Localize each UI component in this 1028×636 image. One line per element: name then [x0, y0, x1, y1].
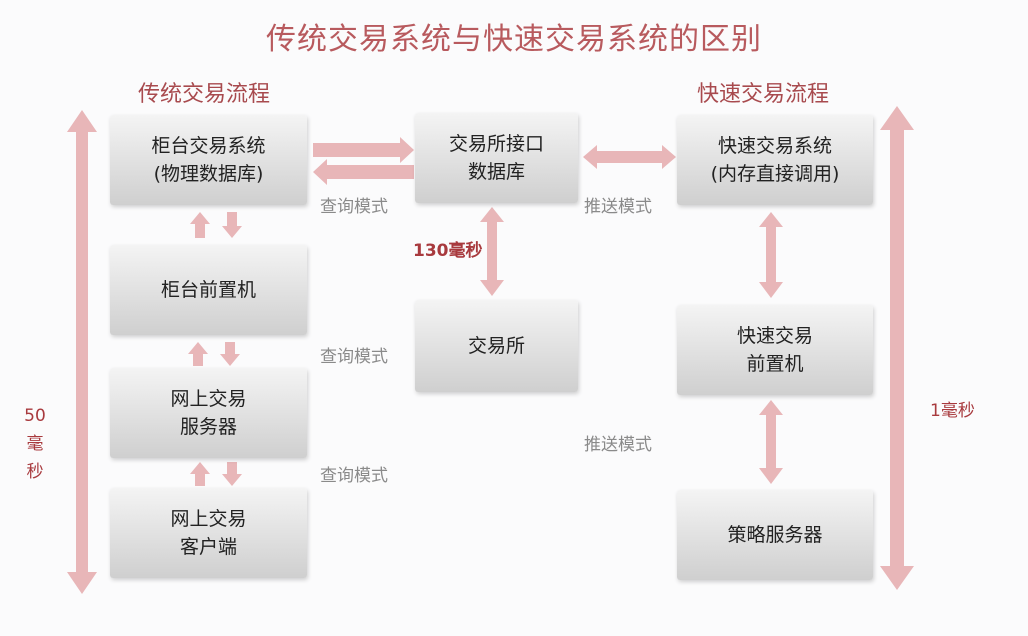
exchange-box: 交易所: [415, 300, 578, 392]
fast-double-arrow-1: [759, 212, 783, 298]
online-trading-server-box: 网上交易服务器: [110, 368, 307, 458]
box-label: 网上交易: [170, 508, 247, 530]
query-mode-label: 查询模式: [320, 197, 388, 217]
push-mode-label: 推送模式: [584, 197, 652, 217]
left-time-arrow: [67, 110, 97, 594]
box-sublabel: (物理数据库): [153, 163, 264, 185]
fast-heading: 快速交易流程: [697, 82, 830, 107]
box-sublabel: 服务器: [179, 416, 237, 438]
box-label: 柜台前置机: [160, 279, 256, 301]
exchange-interface-db-box: 交易所接口数据库: [415, 113, 578, 203]
exchange-double-arrow: [480, 207, 504, 296]
push-mode-label: 推送模式: [584, 435, 652, 455]
fast-frontend-box: 快速交易前置机: [677, 305, 873, 395]
traditional-latency-label: 50 毫秒: [22, 402, 48, 486]
box-label: 快速交易: [736, 325, 813, 347]
box-label: 快速交易系统: [717, 135, 832, 157]
box-label: 网上交易: [170, 388, 247, 410]
box-label: 交易所接口: [448, 133, 544, 155]
latency-value: 50: [24, 406, 46, 426]
box-sublabel: 数据库: [467, 161, 525, 183]
query-arrow-left: [313, 159, 414, 185]
push-double-arrow: [583, 145, 676, 169]
counter-frontend-box: 柜台前置机: [110, 245, 307, 335]
query-arrow-right: [313, 137, 414, 163]
fast-trading-system-box: 快速交易系统 (内存直接调用): [677, 115, 873, 205]
strategy-server-box: 策略服务器: [677, 490, 873, 580]
query-mode-label: 查询模式: [320, 466, 388, 486]
box-label: 交易所: [467, 335, 525, 357]
box-label: 柜台交易系统: [151, 135, 266, 157]
left-small-arrows: [188, 212, 242, 486]
latency-unit: 毫秒: [26, 434, 44, 482]
fast-double-arrow-2: [759, 400, 783, 484]
page-title: 传统交易系统与快速交易系统的区别: [266, 22, 762, 57]
box-sublabel: 前置机: [746, 353, 804, 375]
exchange-latency-label: 130毫秒: [413, 241, 483, 261]
box-sublabel: 客户端: [179, 536, 237, 558]
right-time-arrow: [880, 106, 914, 590]
box-sublabel: (内存直接调用): [710, 163, 840, 185]
online-trading-client-box: 网上交易客户端: [110, 488, 307, 578]
counter-trading-system-box: 柜台交易系统 (物理数据库): [110, 115, 307, 205]
query-mode-label: 查询模式: [320, 347, 388, 367]
box-label: 策略服务器: [727, 524, 823, 546]
traditional-heading: 传统交易流程: [138, 82, 271, 107]
fast-latency-label: 1毫秒: [930, 401, 975, 421]
